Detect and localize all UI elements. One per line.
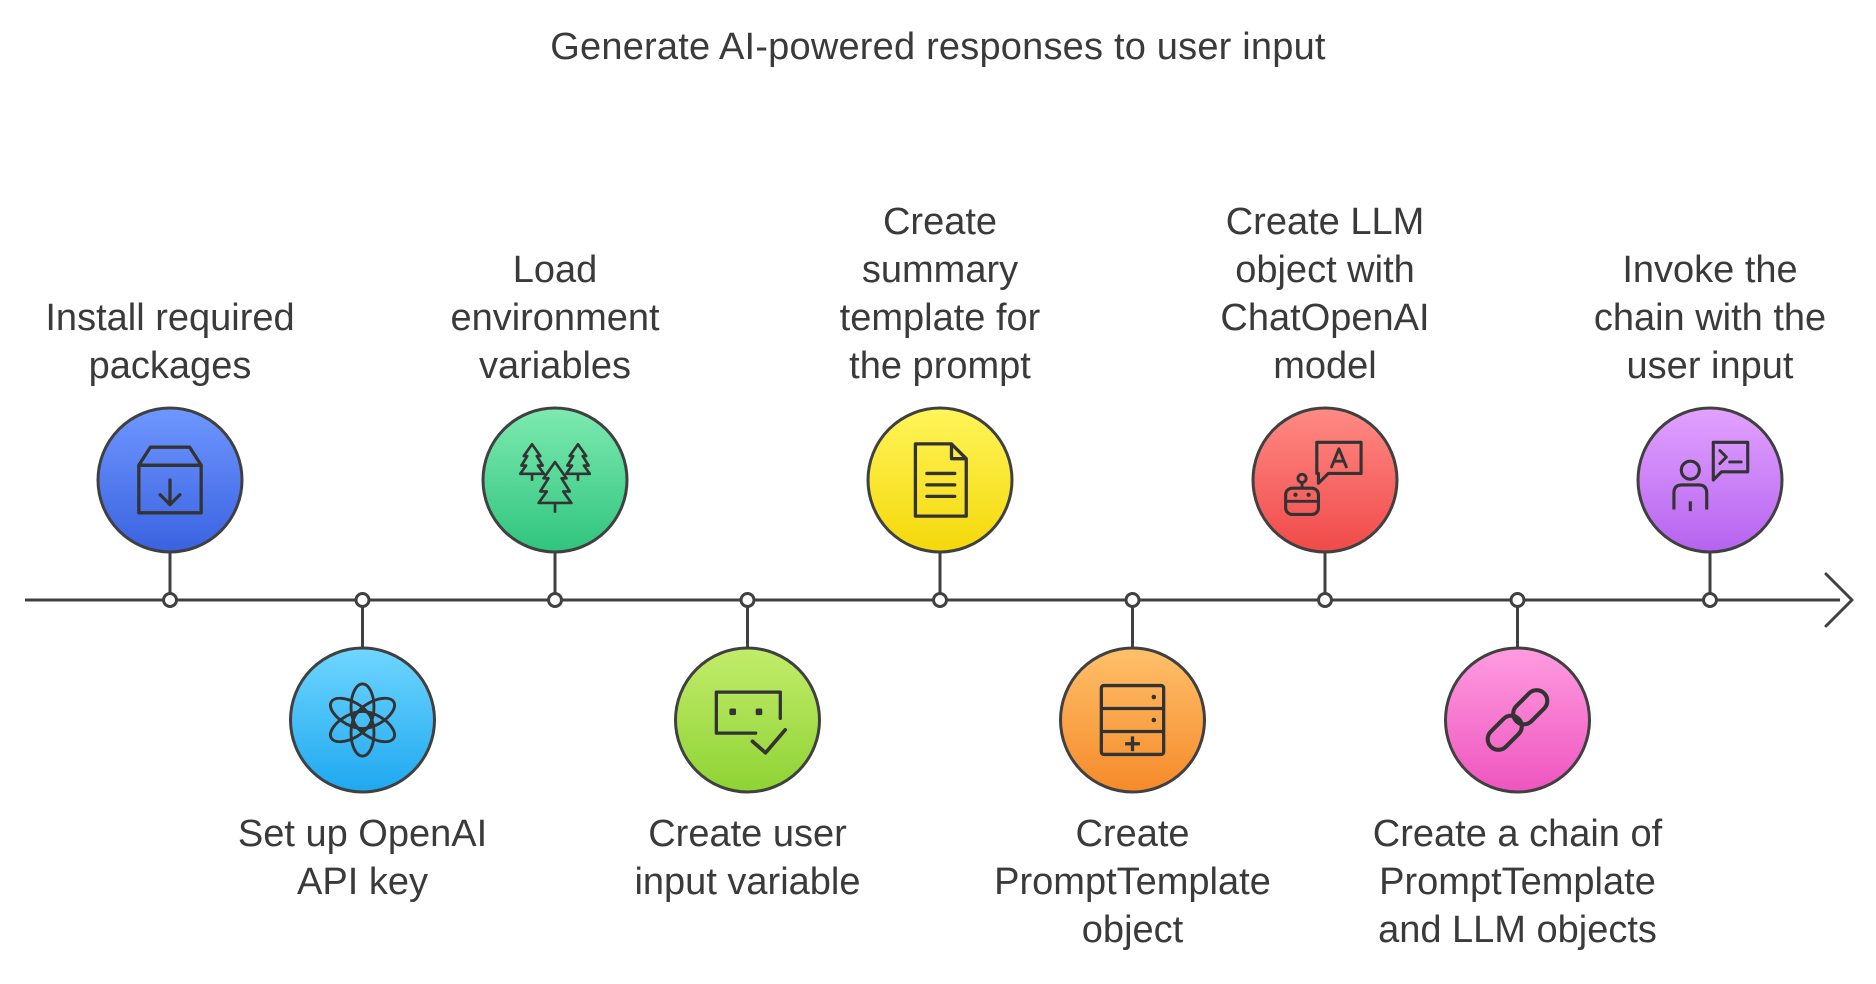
step-circle [866, 406, 1014, 554]
timeline-node [1317, 592, 1333, 608]
trees-icon [518, 442, 592, 513]
link-icon [1485, 688, 1550, 752]
robot-chat-icon [1284, 440, 1363, 516]
timeline-node [932, 592, 948, 608]
timeline-node [1509, 592, 1526, 608]
step-label: Create a chain of PromptTemplate and LLM… [1372, 813, 1663, 951]
step-label: Create PromptTemplate object [994, 813, 1271, 951]
step-circle [1251, 406, 1399, 554]
step-label: Create user input variable [634, 813, 861, 903]
openai-logo-icon [329, 682, 396, 758]
step-circle [674, 646, 821, 794]
timeline-node [1702, 592, 1718, 608]
step-label: Load environment variables [450, 249, 660, 387]
step-circle [1636, 406, 1784, 554]
package-download-icon [137, 445, 203, 515]
document-icon [913, 442, 968, 518]
user-terminal-icon [1672, 440, 1750, 512]
server-add-icon [1099, 683, 1166, 757]
diagram-title: Generate AI-powered responses to user in… [550, 26, 1326, 68]
step-label: Create LLM object with ChatOpenAI model [1220, 201, 1430, 387]
timeline-node [739, 592, 756, 608]
step-label: Set up OpenAI API key [237, 813, 488, 903]
step-circle [1059, 646, 1206, 794]
timeline-node [547, 592, 563, 608]
input-check-icon [714, 690, 788, 755]
step-circle [289, 646, 436, 794]
timeline-node [1124, 592, 1141, 608]
step-label: Create summary template for the prompt [839, 201, 1041, 387]
step-label: Install required packages [45, 297, 295, 387]
timeline-node [354, 592, 371, 608]
step-circle [481, 406, 629, 554]
step-label: Invoke the chain with the user input [1593, 249, 1827, 387]
timeline-node [162, 592, 178, 608]
timeline-arrowhead [1824, 572, 1854, 628]
